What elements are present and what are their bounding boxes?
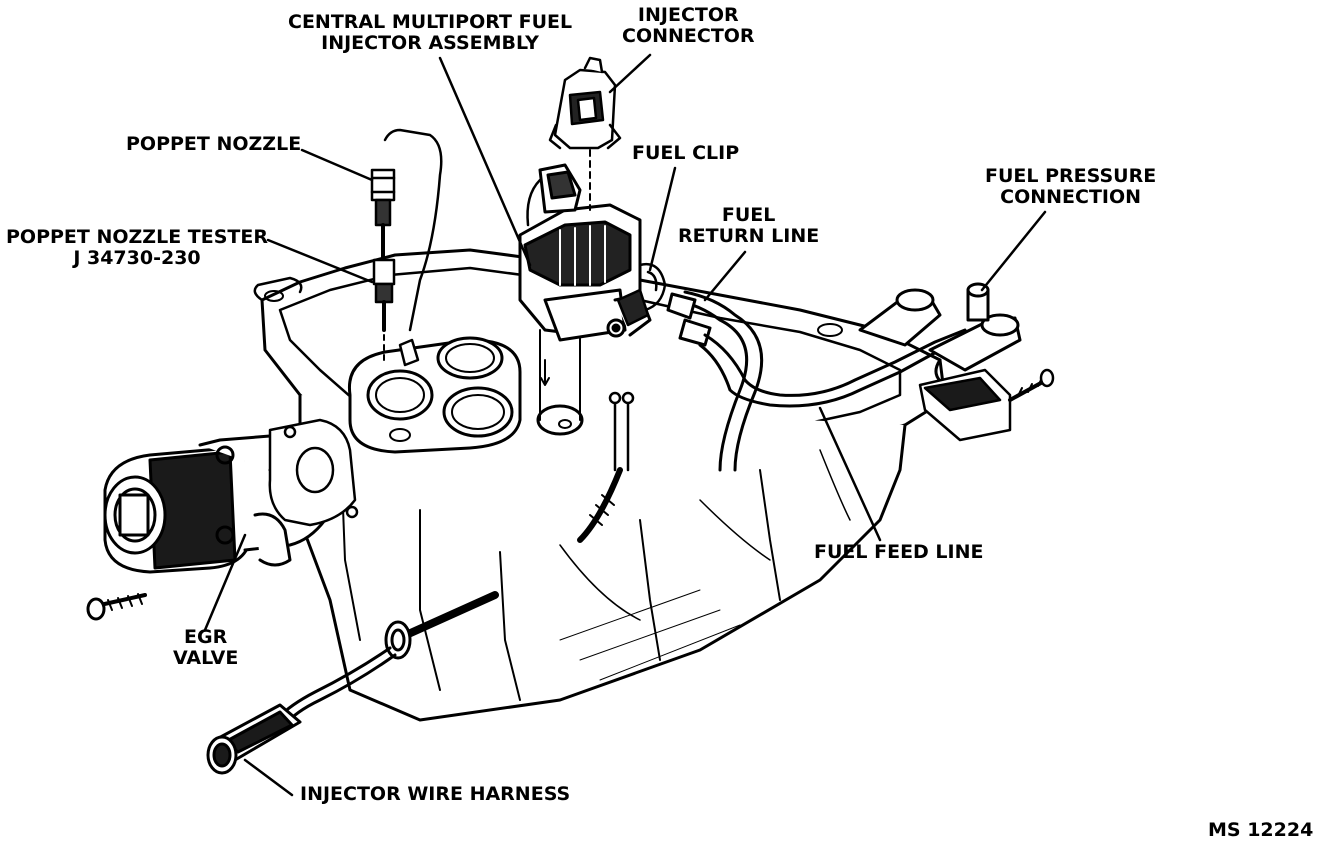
- poppet-nozzle-tester: [370, 128, 443, 367]
- label-line: FUEL PRESSURE: [985, 165, 1157, 187]
- label-line: J 34730-230: [73, 247, 201, 269]
- leader-lines: [203, 53, 1047, 797]
- label-injector-wire-harness: INJECTOR WIRE HARNESS: [300, 783, 571, 805]
- label-line: CONNECTOR: [622, 25, 755, 47]
- leader-fuel-clip: [648, 166, 677, 272]
- throttle-bore-openings: [347, 329, 584, 454]
- label-fuel-pressure-connection: FUEL PRESSURE CONNECTION: [985, 166, 1156, 208]
- fuel-line-bracket: [918, 368, 1055, 442]
- injector-wire-pigtails: [577, 391, 635, 543]
- injector-wire-harness: [206, 591, 499, 775]
- label-fuel-clip: FUEL CLIP: [632, 142, 740, 164]
- leader-central-injector: [438, 56, 532, 267]
- egr-mounting-flange: [268, 418, 359, 527]
- leader-poppet-nozzle: [300, 148, 374, 182]
- label-fuel-return-line: FUEL RETURN LINE: [678, 205, 819, 247]
- label-central-multiport-injector: CENTRAL MULTIPORT FUEL INJECTOR ASSEMBLY: [288, 12, 572, 54]
- intake-manifold: [253, 248, 947, 722]
- leader-fuel-feed: [818, 406, 882, 542]
- label-line: EGR: [184, 626, 228, 648]
- fuel-return-line: [666, 290, 764, 472]
- leader-fuel-return: [703, 250, 747, 302]
- leader-injector-connector: [608, 53, 652, 94]
- label-line: INJECTOR ASSEMBLY: [321, 32, 539, 54]
- figure-id: MS 12224: [1208, 819, 1314, 841]
- label-line: CONNECTION: [1000, 186, 1142, 208]
- leader-poppet-tester: [266, 238, 374, 284]
- injector-connector: [548, 56, 622, 211]
- label-injector-connector: INJECTOR CONNECTOR: [622, 5, 755, 47]
- leader-wire-harness: [243, 758, 294, 797]
- label-poppet-nozzle: POPPET NOZZLE: [126, 133, 302, 155]
- label-egr-valve: EGR VALVE: [173, 627, 238, 669]
- label-line: VALVE: [173, 647, 239, 669]
- label-poppet-nozzle-tester: POPPET NOZZLE TESTER J 34730-230: [6, 227, 268, 269]
- fuel-clip: [616, 262, 667, 327]
- egr-valve: [86, 434, 327, 621]
- leader-egr-valve: [203, 533, 247, 632]
- label-line: RETURN LINE: [678, 225, 820, 247]
- label-fuel-feed-line: FUEL FEED LINE: [814, 541, 984, 563]
- label-line: CENTRAL MULTIPORT FUEL: [288, 11, 573, 33]
- label-line: FUEL: [721, 204, 776, 226]
- central-multiport-injector: [518, 163, 652, 342]
- leader-fuel-pressure: [980, 210, 1047, 292]
- label-line: INJECTOR: [637, 4, 739, 26]
- label-line: POPPET NOZZLE TESTER: [6, 226, 268, 248]
- fuel-feed-line: [698, 328, 972, 408]
